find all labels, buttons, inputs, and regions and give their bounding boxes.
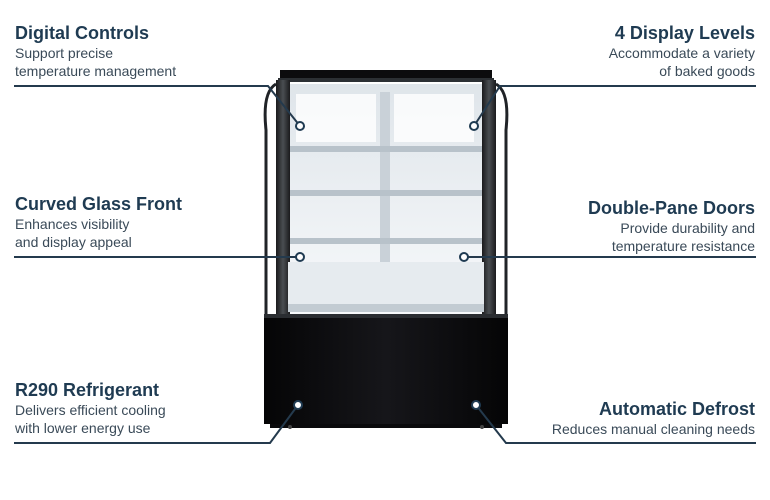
display-deck bbox=[288, 262, 484, 312]
feature-description: Support precise temperature management bbox=[15, 45, 177, 79]
callout-dot bbox=[459, 252, 469, 262]
feature-defrost: Automatic Defrost Reduces manual cleanin… bbox=[552, 398, 755, 438]
cabinet-top bbox=[280, 70, 492, 80]
caster bbox=[288, 425, 292, 429]
feature-description: Reduces manual cleaning needs bbox=[551, 421, 755, 437]
feature-digital-controls: Digital Controls Support precise tempera… bbox=[15, 22, 176, 80]
feature-description: Delivers efficient cooling with lower en… bbox=[15, 402, 166, 436]
feature-title: 4 Display Levels bbox=[614, 23, 755, 43]
feature-title: Automatic Defrost bbox=[598, 399, 755, 419]
callout-display-levels bbox=[473, 85, 756, 127]
feature-title: Curved Glass Front bbox=[15, 194, 183, 214]
light-panel bbox=[296, 94, 376, 142]
curved-glass-edge bbox=[263, 82, 277, 316]
feature-title: Double-Pane Doors bbox=[587, 198, 755, 218]
feature-description: Provide durability and temperature resis… bbox=[611, 220, 755, 254]
left-frame bbox=[276, 80, 290, 316]
feature-description: Accommodate a variety of baked goods bbox=[608, 45, 755, 79]
callout-defrost bbox=[475, 404, 756, 444]
shelf bbox=[290, 238, 482, 244]
feature-double-pane: Double-Pane Doors Provide durability and… bbox=[588, 197, 755, 255]
cabinet-top-edge bbox=[278, 78, 494, 82]
callout-digital-controls bbox=[14, 85, 301, 127]
base-trim bbox=[264, 314, 508, 318]
callout-refrigerant bbox=[14, 404, 299, 444]
shelf bbox=[290, 146, 482, 152]
deck-edge bbox=[288, 304, 484, 312]
callout-dot bbox=[471, 400, 481, 410]
callout-dot bbox=[295, 121, 305, 131]
callout-dot bbox=[469, 121, 479, 131]
feature-curved-glass: Curved Glass Front Enhances visibility a… bbox=[15, 193, 182, 251]
callout-dot bbox=[295, 252, 305, 262]
caster bbox=[480, 425, 484, 429]
callout-dot bbox=[293, 400, 303, 410]
right-frame bbox=[482, 80, 496, 316]
feature-title: Digital Controls bbox=[15, 23, 149, 43]
feature-refrigerant: R290 Refrigerant Delivers efficient cool… bbox=[15, 379, 166, 437]
base-cabinet bbox=[264, 314, 508, 424]
curved-glass-edge bbox=[495, 82, 509, 316]
shelf bbox=[290, 190, 482, 196]
feature-title: R290 Refrigerant bbox=[15, 380, 160, 400]
feature-display-levels: 4 Display Levels Accommodate a variety o… bbox=[609, 22, 755, 80]
back-divider bbox=[380, 92, 390, 308]
light-panel bbox=[394, 94, 474, 142]
feature-description: Enhances visibility and display appeal bbox=[15, 216, 132, 250]
base-foot bbox=[270, 424, 502, 428]
